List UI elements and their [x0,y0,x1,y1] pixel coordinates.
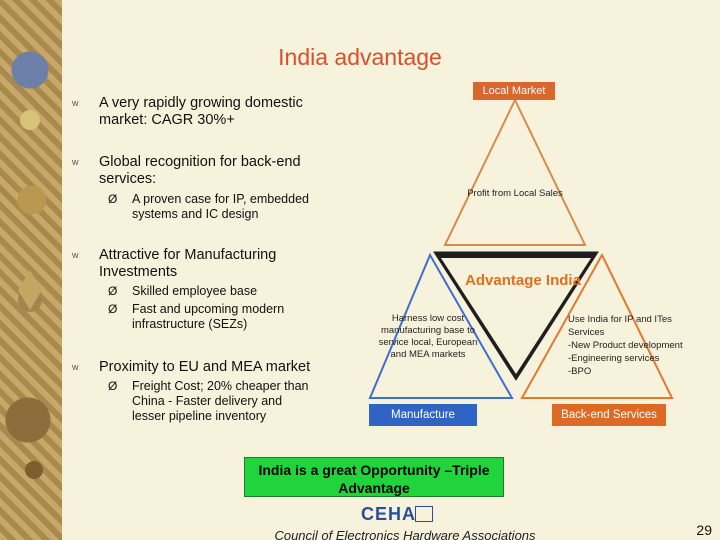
sub-bullet-marker: Ø [108,302,118,316]
local-market-triangle [443,97,587,246]
council-footer: Council of Electronics Hardware Associat… [274,528,536,540]
advantage-triangle-fill [441,258,591,374]
bullet-marker: w [72,98,79,108]
harness-label: Harness low cost manufacturing base to s… [378,313,478,360]
slide-title: India advantage [278,44,442,70]
sub-bullet-marker: Ø [108,192,118,206]
use-india-list: Use India for IP and ITes Services -New … [568,313,698,378]
page-number: 29 [696,522,712,538]
manufacture-triangle [368,252,514,399]
logo-text: CEHA [361,504,417,524]
sub-bullet-marker: Ø [108,379,118,393]
use-india-line: -New Product development [568,340,683,351]
sub-bullet-text: A proven case for IP, embedded systems a… [132,192,309,221]
bullet-marker: w [72,250,79,260]
use-india-line: -Engineering services [568,353,660,364]
use-india-line: Use India for IP and ITes Services [568,314,672,338]
bullet-marker: w [72,157,79,167]
backend-triangle [520,252,674,399]
bullet-text: A very rapidly growing domestic market: … [99,95,303,128]
bullet-text: Global recognition for back-end services… [99,154,301,187]
manufacture-box: Manufacture [369,404,477,426]
logo-mark-icon [415,506,433,522]
back-end-services-box: Back-end Services [552,404,666,426]
opportunity-box: India is a great Opportunity –Triple Adv… [244,457,504,497]
sub-bullet-text: Freight Cost; 20% cheaper than China - F… [132,379,309,423]
sub-bullet-text: Skilled employee base [132,284,258,298]
bullet-text: Attractive for Manufacturing Investments [99,247,277,280]
decorative-medal-image [0,0,62,540]
medal-icon [18,110,43,479]
ceha-logo: CEHA [361,504,437,526]
bullet-text: Proximity to EU and MEA market [99,359,311,375]
sub-bullet-marker: Ø [108,284,118,298]
use-india-line: -BPO [568,366,592,377]
profit-label: Profit from Local Sales [467,188,563,199]
local-market-box: Local Market [473,82,555,100]
sub-bullet-text: Fast and upcoming modern infrastructure … [132,302,285,331]
advantage-india-label: Advantage India [465,272,581,289]
bullet-marker: w [72,362,79,372]
